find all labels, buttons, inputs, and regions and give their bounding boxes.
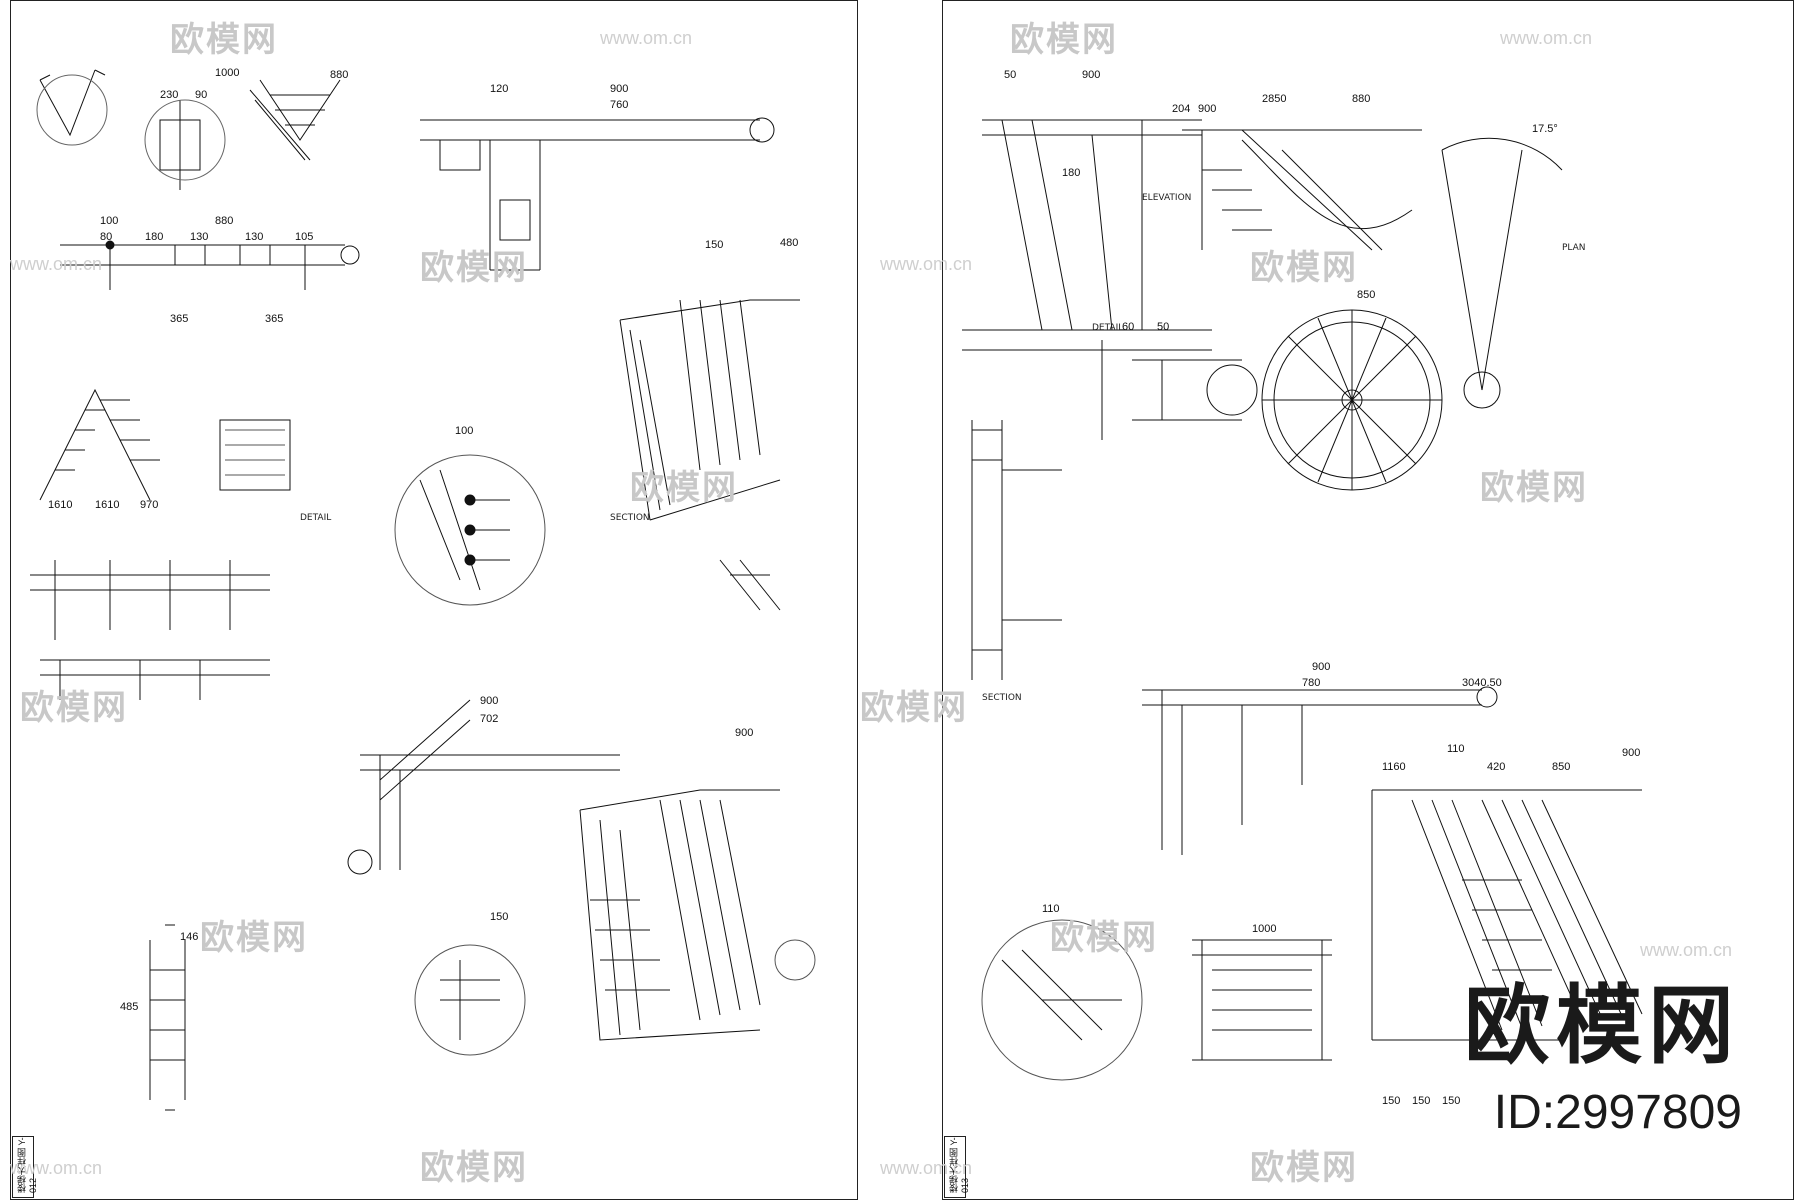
title-block: 楼梯大样图 Y-012 — [12, 1136, 38, 1198]
dim-label: 150 — [1382, 1095, 1400, 1107]
dim-label: 80 — [100, 231, 112, 243]
dim-label: 485 — [120, 1001, 138, 1013]
dim-label: 880 — [215, 215, 233, 227]
watermark-url: www.om.cn — [1640, 940, 1733, 960]
view-label: SECTION — [982, 693, 1022, 703]
dim-label: 150 — [1442, 1095, 1460, 1107]
watermark: 欧模网 — [1480, 469, 1588, 507]
dim-label: 146 — [180, 931, 198, 943]
dim-label: 420 — [1487, 761, 1505, 773]
dim-label: 900 — [1082, 69, 1100, 81]
view-label: DETAIL — [1092, 323, 1123, 333]
dim-label: 60 — [1122, 321, 1134, 333]
cad-drawing-left: 1000 880 230 90 100 880 80 180 130 130 1… — [30, 67, 816, 1111]
watermark: 欧模网 — [630, 469, 738, 507]
cad-drawing-right: 50 900 180 2850 900 204 880 17.5° 850 60… — [962, 69, 1643, 1107]
watermark-url: www.om.cn — [880, 1158, 973, 1178]
watermark: 欧模网 — [1250, 249, 1358, 287]
dim-label: 1000 — [1252, 923, 1276, 935]
dim-label: 1610 — [95, 499, 119, 511]
dim-label: 204 — [1172, 103, 1190, 115]
dim-label: 110 — [1042, 903, 1060, 915]
dim-label: 880 — [330, 69, 348, 81]
dim-label: 130 — [245, 231, 263, 243]
view-label: ELEVATION — [1142, 193, 1191, 203]
dim-label: 1160 — [1382, 761, 1406, 773]
watermark: 欧模网 — [860, 689, 968, 727]
dim-label: 150 — [705, 239, 723, 251]
dim-label: 880 — [1352, 93, 1370, 105]
dim-label: 50 — [1157, 321, 1169, 333]
dim-label: 1000 — [215, 67, 239, 79]
dim-label: 230 — [160, 89, 178, 101]
brand-logo: 欧模网 — [1464, 978, 1740, 1074]
watermark: 欧模网 — [200, 919, 308, 957]
watermark-url: www.om.cn — [600, 28, 693, 48]
dim-label: 100 — [100, 215, 118, 227]
dim-label: 105 — [295, 231, 313, 243]
dim-label: 900 — [610, 83, 628, 95]
watermark: 欧模网 — [1050, 919, 1158, 957]
watermark: 欧模网 — [420, 1149, 528, 1187]
dim-label: 110 — [1447, 743, 1465, 755]
watermark-url: www.om.cn — [1500, 28, 1593, 48]
dim-label: 900 — [1312, 661, 1330, 673]
dim-label: 365 — [170, 313, 188, 325]
dim-label: 100 — [455, 425, 473, 437]
watermark-url: www.om.cn — [10, 1158, 103, 1178]
dim-label: 900 — [480, 695, 498, 707]
dim-label: 850 — [1552, 761, 1570, 773]
title-block: 楼梯大样图 Y-013 — [944, 1136, 970, 1198]
dim-label: 90 — [195, 89, 207, 101]
dim-label: 150 — [490, 911, 508, 923]
dim-label: 480 — [780, 237, 798, 249]
dim-label: 900 — [1622, 747, 1640, 759]
dim-label: 760 — [610, 99, 628, 111]
watermark-url: www.om.cn — [10, 254, 103, 274]
dim-label: 2850 — [1262, 93, 1286, 105]
watermark: 欧模网 — [1010, 21, 1118, 59]
dim-label: 900 — [735, 727, 753, 739]
dim-label: 130 — [190, 231, 208, 243]
dim-label: 180 — [1062, 167, 1080, 179]
dim-label: 3040.50 — [1462, 677, 1502, 689]
watermark-url: www.om.cn — [880, 254, 973, 274]
dim-label: 150 — [1412, 1095, 1430, 1107]
brand-id: ID:2997809 — [1493, 1086, 1742, 1139]
view-label: PLAN — [1562, 243, 1586, 253]
dim-label: 50 — [1004, 69, 1016, 81]
dim-label: 780 — [1302, 677, 1320, 689]
view-label: DETAIL — [300, 513, 331, 523]
dim-label: 900 — [1198, 103, 1216, 115]
drawing-sheet-right: 50 900 180 2850 900 204 880 17.5° 850 60… — [942, 0, 1800, 1200]
dim-label: 180 — [145, 231, 163, 243]
watermark: 欧模网 — [170, 21, 278, 59]
dim-label: 120 — [490, 83, 508, 95]
dim-label: 1610 — [48, 499, 72, 511]
dim-label: 702 — [480, 713, 498, 725]
view-label: SECTION — [610, 513, 650, 523]
watermark: 欧模网 — [20, 689, 128, 727]
dim-label: 970 — [140, 499, 158, 511]
watermark: 欧模网 — [1250, 1149, 1358, 1187]
dim-label: 365 — [265, 313, 283, 325]
watermark: 欧模网 — [420, 249, 528, 287]
dim-label: 17.5° — [1532, 123, 1558, 135]
dim-label: 850 — [1357, 289, 1375, 301]
drawing-sheet-left: 1000 880 230 90 100 880 80 180 130 130 1… — [0, 0, 860, 1200]
